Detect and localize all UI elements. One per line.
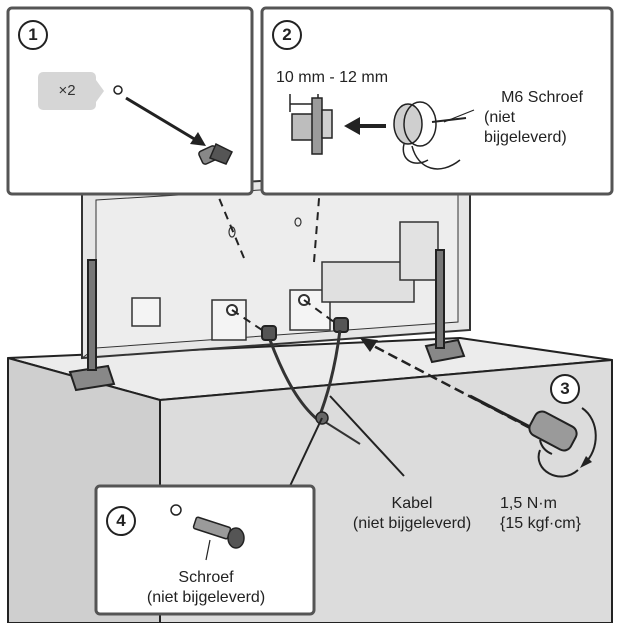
cable-line-2: (niet bijgeleverd) [352, 515, 472, 532]
step-2-badge: 2 [272, 20, 302, 50]
torque-label: 1,5 N·m {15 kgf·cm} [500, 494, 581, 534]
quantity-badge: ×2 [38, 72, 96, 110]
screw-label: Schroef (niet bijgeleverd) [106, 568, 306, 608]
step-3-badge: 3 [550, 374, 580, 404]
cable-line-1: Kabel [391, 495, 433, 512]
torque-line-2: {15 kgf·cm} [500, 515, 581, 532]
callout-box-2 [260, 6, 614, 196]
gap-spec-label: 10 mm - 12 mm [276, 69, 389, 86]
m6-screw-line-2: (niet [484, 109, 516, 126]
callout-box-4 [94, 484, 316, 616]
screw-line-2: (niet bijgeleverd) [146, 589, 266, 606]
m6-screw-label: M6 Schroef (niet bijgeleverd) [480, 88, 604, 148]
step-1-badge: 1 [18, 20, 48, 50]
stand-feet [68, 249, 466, 392]
screwdriver [469, 394, 597, 478]
m6-screw-line-3: bijgeleverd) [484, 129, 567, 146]
callout-box-1 [6, 6, 254, 196]
m6-screw-line-1: M6 Schroef [501, 89, 583, 106]
torque-line-1: 1,5 N·m [500, 495, 557, 512]
guide-lines [213, 185, 335, 331]
callout-pointers [289, 395, 405, 487]
cable-label: Kabel (niet bijgeleverd) [322, 494, 502, 534]
step-4-badge: 4 [106, 506, 136, 536]
screw-line-1: Schroef [178, 569, 234, 586]
tv-back-panel [81, 166, 471, 360]
